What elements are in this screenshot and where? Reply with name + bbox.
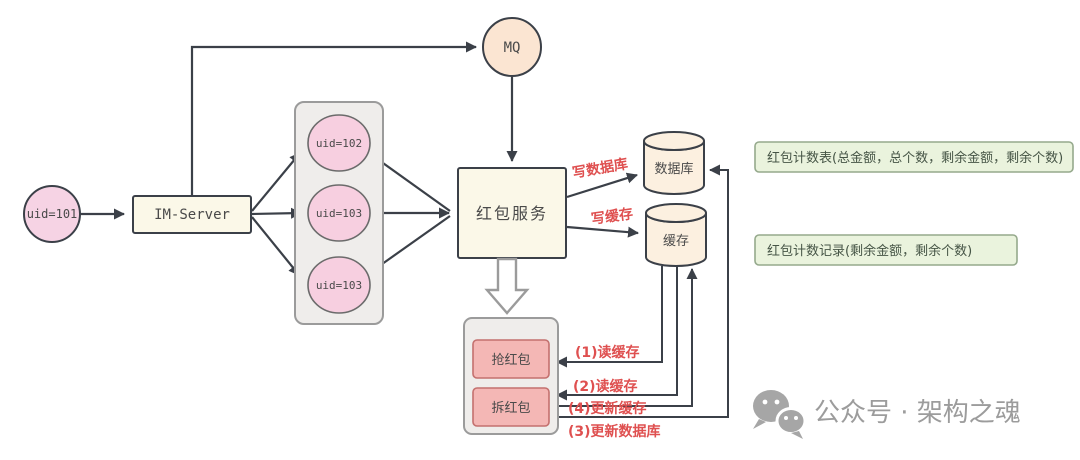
counter-table-text: 红包计数表(总金额，总个数，剩余金额，剩余个数) [767,150,1063,166]
edge-cache-to-grab-step1 [556,266,663,368]
edge-open-to-cache-step4 [550,268,698,407]
wechat-bubble-small [775,407,807,435]
redpacket-service-label: 红包服务 [476,204,548,223]
counter-record-box [754,234,1018,266]
mq-label: MQ [504,40,521,56]
cache-top [645,203,707,223]
edge-imserver-to-uid102 [251,152,301,212]
node-cache: 缓存 [645,203,707,267]
note-counter-table: 红包计数表(总金额，总个数，剩余金额，剩余个数) [754,141,1074,173]
database-top [643,131,705,151]
edge-imserver-to-uid103b [251,216,300,276]
counter-record-text: 红包计数记录(剩余金额，剩余个数) [767,243,972,259]
footer-label: 公众号 · 架构之魂 [814,398,1021,428]
uid101-label: uid=101 [27,207,78,221]
uid103b-shape [307,256,371,314]
database-label: 数据库 [654,161,693,177]
wechat-icon [753,390,807,439]
wechat-eye-2 [774,399,780,405]
uid102-shape [307,114,371,172]
im-server-label: IM-Server [154,207,230,223]
open-redpacket-shape [472,387,550,427]
footer-brand: 公众号 · 架构之魂 [753,390,1021,439]
edge-cache-to-open-step2 [556,266,678,401]
node-database: 数据库 [643,131,705,195]
mq-shape [482,17,542,77]
edges [80,41,729,418]
im-server-shape [132,195,252,234]
uid103a-shape [307,184,371,242]
node-redpacket-service: 红包服务 [457,167,567,259]
counter-table-box [754,141,1074,173]
edge-service-to-database [566,172,638,199]
node-mq: MQ [482,17,542,77]
edge-service-to-cache [566,225,639,238]
service-to-actions-arrow [484,257,530,315]
action-group: 抢红包 拆红包 [463,317,559,435]
annotation-step1: (1)读缓存 [575,344,640,361]
note-counter-record: 红包计数记录(剩余金额，剩余个数) [754,234,1018,266]
annotation-write-db: 写数据库 [571,155,629,181]
uid101-shape [23,185,81,243]
grab-redpacket-label: 抢红包 [491,352,530,368]
annotation-step4: (4)更新缓存 [568,400,647,417]
edge-imserver-to-mq [190,41,477,195]
edge-imserver-to-uid103a [251,207,302,219]
node-im-server: IM-Server [132,195,252,234]
cache-label: 缓存 [663,234,689,249]
annotation-step3: (3)更新数据库 [568,423,661,440]
wechat-eye-3 [784,416,788,420]
red-annotations: 写数据库 写缓存 (1)读缓存 (2)读缓存 (4)更新缓存 (3)更新数据库 [568,155,661,440]
node-uid101: uid=101 [23,185,81,243]
receiver-group: uid=102 uid=103 uid=103 [294,101,384,325]
uid103b-label: uid=103 [316,279,362,292]
wechat-bubble-small-tail [791,431,803,439]
uid102-label: uid=102 [316,137,362,150]
edge-open-to-database-step3 [550,164,729,418]
wechat-eye-4 [794,416,798,420]
annotation-write-cache: 写缓存 [590,205,634,228]
wechat-eye-1 [762,399,768,405]
uid103a-label: uid=103 [316,207,362,220]
grab-redpacket-shape [472,339,550,379]
annotation-step2: (2)读缓存 [573,378,638,395]
wechat-bubble-large-tail [753,419,766,429]
open-redpacket-label: 拆红包 [491,400,530,416]
